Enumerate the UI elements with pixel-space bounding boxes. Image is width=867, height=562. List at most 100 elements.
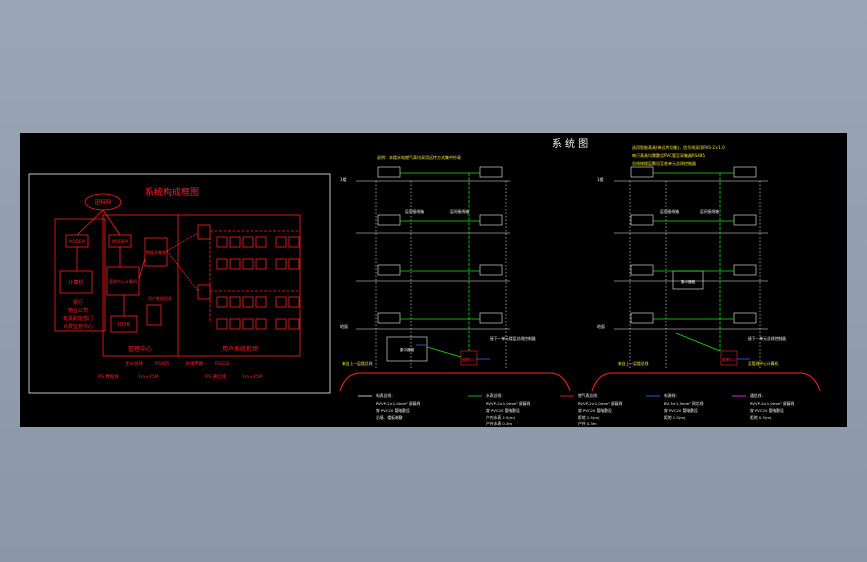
block-diagram-frame <box>28 173 331 394</box>
riser-left-heading: 说明：本楼水电燃气表均采用远传方式集中抄表 <box>377 154 461 160</box>
meter <box>288 296 300 308</box>
meter <box>242 236 254 248</box>
meter <box>275 258 287 270</box>
riser-right-panel: 集中器箱 <box>681 279 695 284</box>
wan-link-right <box>102 209 121 236</box>
note-2-line-2: 穿 PVC20 管暗敷设 <box>486 408 520 413</box>
note-3-line-1: RVVP-2×1.0mm² 屏蔽线 <box>578 401 623 406</box>
bus-link-1 <box>166 232 199 252</box>
meter <box>216 236 228 248</box>
green-bus <box>653 172 734 352</box>
meter-box <box>630 166 654 178</box>
host-left-label: 计算机 <box>68 279 83 286</box>
red-blocks <box>54 193 301 357</box>
blue-bus <box>416 344 490 360</box>
meter <box>288 318 300 330</box>
riser-right-top-floor: 1楼 <box>597 176 604 182</box>
note-2-line-4: 户外水表 0.3m <box>486 421 512 426</box>
meter <box>216 318 228 330</box>
meter <box>229 236 241 248</box>
meter-box <box>733 214 757 226</box>
green-branch <box>675 332 721 352</box>
system-diagram: 系统构成框图 <box>28 137 821 426</box>
legend-a-code: RS485 <box>155 361 170 367</box>
block-diagram <box>28 173 331 394</box>
riser-left-incoming: 来自上一层楼总线 <box>342 361 373 366</box>
cad-drawing-sheet: 系统构成框图 <box>20 133 847 427</box>
meter <box>288 258 300 270</box>
center-label: 管理中心 <box>128 345 152 353</box>
meter-box <box>479 312 503 324</box>
meter <box>275 296 287 308</box>
riser-right-heading-3: 总线按楼层敷设至各单元总线控制器 <box>632 160 696 166</box>
meter <box>275 318 287 330</box>
note-5-line-1: RVVP-4×1.0mm² 屏蔽线 <box>750 401 795 406</box>
meter <box>216 258 228 270</box>
meter-box <box>479 214 503 226</box>
riser-left-junction-2: 层间接线箱 <box>450 209 469 214</box>
note-5-line-2: 穿 PVC20 管暗敷设 <box>750 408 784 413</box>
riser-left-bottom-floor: 地面 <box>340 323 348 329</box>
note-left-3: 有关职能部门 <box>63 315 93 322</box>
legend-c: RS 数据线 <box>98 373 119 380</box>
meter <box>255 318 267 330</box>
legend-b-code: RS232 <box>215 361 230 367</box>
block-diagram-title: 系统构成框图 <box>145 186 199 198</box>
cabinet-box <box>720 350 738 366</box>
modem-left-label: MODEM <box>69 239 85 244</box>
host-right-box <box>106 266 140 296</box>
meter <box>229 318 241 330</box>
note-2-line-3: 户内水表 2.5(m) <box>486 415 516 420</box>
meter <box>242 258 254 270</box>
meter <box>216 296 228 308</box>
riser-left-junction-1: 层间接线箱 <box>405 209 424 214</box>
meter-box <box>630 264 654 276</box>
meter-box <box>377 166 401 178</box>
meter <box>255 296 267 308</box>
legend-d-val: 1m≈15M <box>242 374 263 380</box>
riser-right: 选用智能表具(带远传功能)，信号线采用RVS-2×1.0 每只表具均需敷设PVC… <box>597 144 786 369</box>
center-room-box <box>102 214 301 357</box>
block-labels: 因特网 MODEM MODEM 计算机 管理中心计算机 打印机 数据采集器 用户… <box>63 198 263 380</box>
report-box <box>146 304 162 326</box>
meter <box>229 258 241 270</box>
bus-controller-2 <box>197 284 211 300</box>
riser-right-outgoing: 接下一单元总线控制器 <box>748 336 786 341</box>
note-3-line-4: 户外 0.3m <box>578 421 597 426</box>
host-collector-link <box>138 257 146 280</box>
meter-box <box>733 166 757 178</box>
meter <box>275 236 287 248</box>
ground-arc-left <box>339 372 571 392</box>
riser-left-top-floor: 1楼 <box>340 176 347 182</box>
riser-right-junction-2: 层间接线箱 <box>700 209 719 214</box>
bus-link-2 <box>166 250 199 292</box>
meter-box <box>733 312 757 324</box>
meter <box>242 296 254 308</box>
ground-arc-right <box>591 372 821 392</box>
wan-link-left <box>76 209 104 236</box>
note-1-title: 电表总线： <box>376 393 395 398</box>
note-2-title: 水表总线： <box>486 393 505 398</box>
ground-arcs <box>339 372 821 392</box>
panel-box <box>386 336 428 362</box>
meter-box <box>479 264 503 276</box>
printer-label: 打印机 <box>117 321 131 328</box>
meter-box <box>377 312 401 324</box>
collector-label: 数据采集器 <box>146 249 166 255</box>
note-3-line-2: 穿 PVC20 管暗敷设 <box>578 408 612 413</box>
note-4-line-2: 穿 PVC20 管暗敷设 <box>664 408 698 413</box>
legend-b-name: 总线传输 <box>185 360 203 367</box>
meter-box <box>479 166 503 178</box>
green-bus <box>400 172 480 358</box>
bus-controller-1 <box>197 224 211 240</box>
riser-right-heading-1: 选用智能表具(带远传功能)，信号线采用RVS-2×1.0 <box>632 144 725 150</box>
meter-box <box>733 264 757 276</box>
riser-right-bottom-floor: 地面 <box>597 323 605 329</box>
note-3-line-3: 距地 2.5(m) <box>578 415 600 420</box>
meter <box>229 296 241 308</box>
note-left-2: 物业公司 <box>68 307 88 314</box>
riser-right-outgoing-2: 至管理中心计算机 <box>748 361 779 366</box>
legend-d: RS 通信线 <box>205 373 226 380</box>
riser-left: 说明：本楼水电燃气表均采用远传方式集中抄表 1楼 地面 <box>340 154 536 369</box>
modem-right-label: MODEM <box>112 239 128 244</box>
